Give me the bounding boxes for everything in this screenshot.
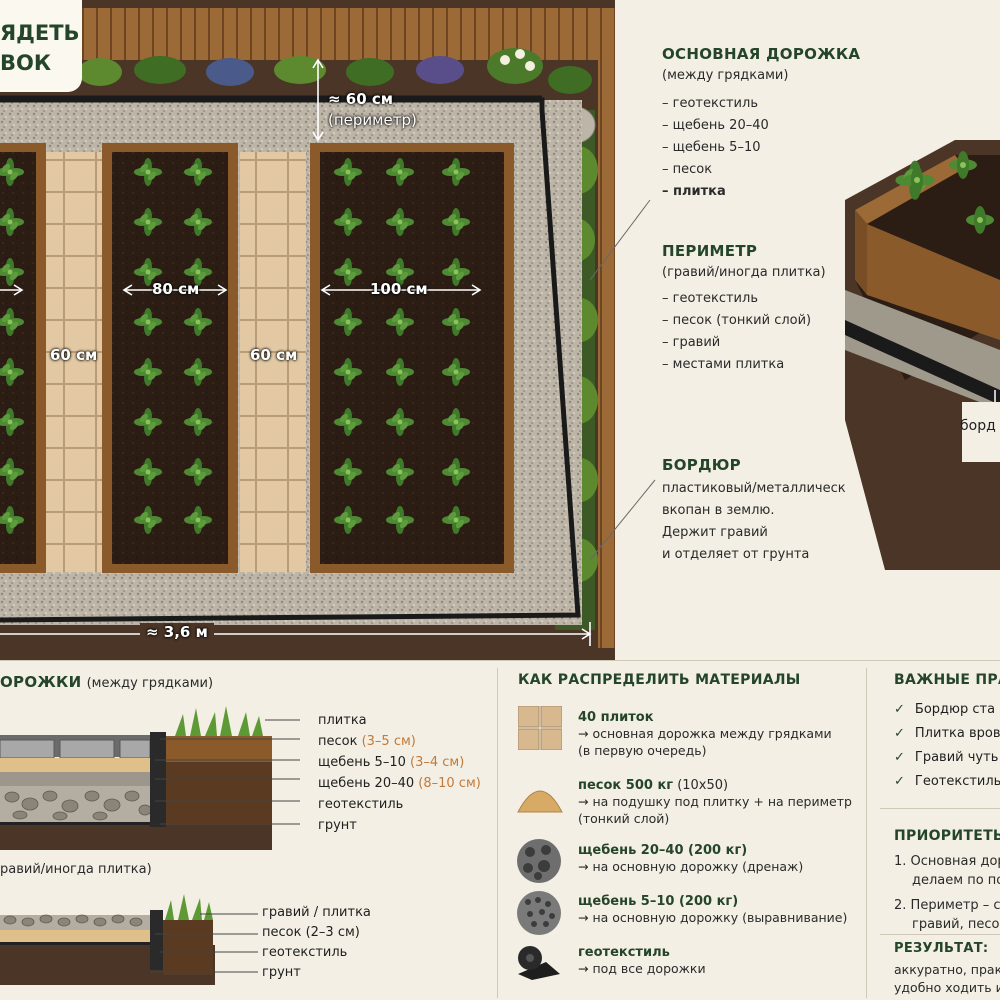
perimeter-sub: (гравий/иногда плитка): [662, 265, 826, 280]
layer-label: плитка: [318, 713, 367, 728]
priorities-heading: ПРИОРИТЕТЫ: [894, 828, 1000, 844]
check-icon: ✓: [894, 702, 905, 717]
material-item-tiles: 40 плиток → основная дорожка между грядк…: [578, 710, 832, 758]
border-detail-label: борд: [960, 418, 996, 434]
main-path-sub: (между грядками): [662, 68, 789, 83]
border-line: вкопан в землю.: [662, 503, 775, 518]
main-path-item: – геотекстиль: [662, 96, 758, 111]
material-item-gravel-5-10: щебень 5–10 (200 кг) → на основную дорож…: [578, 894, 848, 925]
material-item-geotextile: геотекстиль → под все дорожки: [578, 945, 706, 976]
wooden-fence: [80, 8, 615, 60]
main-path-list: – геотекстиль – щебень 20–40 – щебень 5–…: [662, 93, 769, 203]
section1-heading: ОРОЖКИ: [0, 673, 82, 691]
title-line-1: ЯДЕТЬ: [0, 21, 80, 45]
section1-heading-sub: (между грядками): [86, 676, 214, 691]
layer-label: грунт: [262, 965, 301, 980]
tiles-icon: [518, 706, 562, 750]
check-icon: ✓: [894, 750, 905, 765]
main-path-item: – щебень 5–10: [662, 140, 761, 155]
priorities-list: 1. Основная дор делаем по по 2. Периметр…: [894, 852, 1000, 934]
result-heading: РЕЗУЛЬТАТ:: [894, 941, 989, 956]
border-heading: БОРДЮР: [662, 456, 741, 474]
fine-gravel-icon: [517, 891, 561, 935]
garden-plan: [0, 0, 656, 660]
tile-path-2: [240, 152, 306, 572]
priority-item: 1. Основная дор: [894, 854, 1000, 869]
perimeter-list: – геотекстиль – песок (тонкий слой) – гр…: [662, 288, 811, 376]
dim-bed-100: 100 см: [370, 280, 428, 298]
layer-label: щебень 5–10 (3–4 см): [318, 755, 465, 770]
perimeter-item: – гравий: [662, 335, 721, 350]
material-item-gravel-20-40: щебень 20–40 (200 кг) → на основную доро…: [578, 843, 804, 874]
border-line: пластиковый/металлический: [662, 481, 863, 496]
perimeter-item: – геотекстиль: [662, 291, 758, 306]
layer-label: песок (3–5 см): [318, 734, 416, 749]
dim-top-sub: (периметр): [328, 111, 417, 129]
border-text: пластиковый/металлический вкопан в землю…: [662, 478, 863, 566]
perimeter-item: – местами плитка: [662, 357, 785, 372]
priority-line: делаем по по: [912, 873, 1000, 888]
layer-label: грунт: [318, 818, 357, 833]
dim-bottom: ≈ 3,6 м: [140, 623, 214, 641]
section2-legend: гравий / плитка песок (2–3 см) геотексти…: [262, 903, 371, 983]
material-item-sand: песок 500 кг (10x50) → на подушку под пл…: [578, 778, 852, 826]
dim-path-1: 60 см: [50, 346, 98, 364]
rule-item: ✓Геотекстиль: [894, 774, 1000, 789]
main-path-item: – щебень 20–40: [662, 118, 769, 133]
layer-label: гравий / плитка: [262, 905, 371, 920]
layer-label: геотекстиль: [262, 945, 348, 960]
main-path-item: – плитка: [662, 184, 726, 199]
rules-list: ✓Бордюр ста ✓Плитка вров ✓Гравий чуть ✓Г…: [894, 698, 1000, 794]
layer-label: щебень 20–40 (8–10 см): [318, 776, 481, 791]
check-icon: ✓: [894, 774, 905, 789]
priority-item: 2. Периметр – с: [894, 898, 1000, 913]
materials-heading: КАК РАСПРЕДЕЛИТЬ МАТЕРИАЛЫ: [518, 672, 801, 688]
page-title: ЯДЕТЬ ВОК: [0, 0, 82, 92]
border-line: Держит гравий: [662, 525, 768, 540]
result-line: аккуратно, практ: [894, 962, 1000, 977]
result-text: аккуратно, практ удобно ходить и: [894, 961, 1000, 997]
result-line: удобно ходить и: [894, 980, 1000, 995]
dim-path-2: 60 см: [250, 346, 298, 364]
rule-item: ✓Бордюр ста: [894, 702, 996, 717]
border-line: и отделяет от грунта: [662, 547, 810, 562]
sand-pile-icon: [517, 790, 563, 813]
priority-line: гравий, песо: [912, 917, 1000, 932]
dim-top: ≈ 60 см: [328, 90, 394, 108]
section1-heading-row: ОРОЖКИ (между грядками): [0, 672, 213, 691]
flower-border: [78, 48, 592, 94]
rule-item: ✓Плитка вров: [894, 726, 1000, 741]
title-line-2: ВОК: [0, 51, 52, 75]
main-path-item: – песок: [662, 162, 713, 177]
main-path-heading: ОСНОВНАЯ ДОРОЖКА: [662, 45, 861, 63]
perimeter-cross-section: [0, 894, 258, 985]
check-icon: ✓: [894, 726, 905, 741]
section2-heading: равий/иногда плитка): [0, 862, 152, 877]
section1-legend: плитка песок (3–5 см) щебень 5–10 (3–4 с…: [318, 710, 481, 836]
coarse-gravel-icon: [517, 839, 561, 883]
layer-label: геотекстиль: [318, 797, 404, 812]
main-path-cross-section: [0, 706, 300, 850]
border-detail-illustration: [845, 120, 1000, 570]
perimeter-item: – песок (тонкий слой): [662, 313, 812, 328]
rule-item: ✓Гравий чуть: [894, 750, 999, 765]
layer-label: песок (2–3 см): [262, 925, 360, 940]
rules-heading: ВАЖНЫЕ ПРА: [894, 672, 1000, 688]
perimeter-heading: ПЕРИМЕТР: [662, 242, 758, 260]
dim-bed-80: 80 см: [152, 280, 200, 298]
geotextile-roll-icon: [518, 946, 560, 980]
